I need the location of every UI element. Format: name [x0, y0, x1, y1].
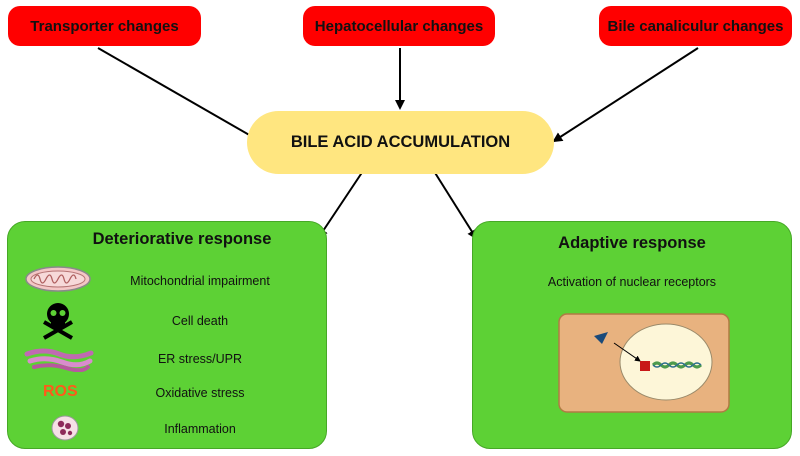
mitochondrion-icon: [25, 266, 91, 292]
cause-transporter-changes: Transporter changes: [8, 6, 201, 46]
skull-crossbones-icon: [43, 303, 73, 340]
adaptive-subtitle: Activation of nuclear receptors: [547, 275, 717, 289]
deteriorative-response-panel: Deteriorative response Mitochondrial imp…: [7, 221, 327, 449]
hepatocyte-diagram: [558, 313, 730, 413]
nuclear-receptor-icon: [640, 361, 650, 371]
bile-acid-accumulation-node: BILE ACID ACCUMULATION: [247, 111, 554, 174]
cause-hepatocellular-changes: Hepatocellular changes: [303, 6, 495, 46]
arrow-central-to-adaptive: [431, 167, 478, 240]
arrow-canalicular-to-central: [552, 47, 699, 143]
ros-label: ROS: [43, 383, 78, 400]
item-cell-death: Cell death: [171, 314, 229, 328]
arrow-transporter-to-central: [97, 47, 260, 141]
item-inflammation: Inflammation: [164, 422, 236, 436]
adaptive-response-panel: Adaptive response Activation of nuclear …: [472, 221, 792, 449]
item-er-stress-upr: ER stress/UPR: [157, 352, 243, 366]
item-mitochondrial-impairment: Mitochondrial impairment: [130, 274, 270, 288]
nucleus: [619, 323, 713, 401]
item-oxidative-stress: Oxidative stress: [155, 386, 245, 400]
arrow-central-to-deteriorative: [317, 167, 366, 239]
deteriorative-title: Deteriorative response: [92, 230, 272, 248]
inflammatory-cell-icon: [51, 415, 79, 441]
ligand-triangle-icon: [594, 332, 608, 344]
cause-bile-canalicular-changes: Bile canaliculur changes: [599, 6, 792, 46]
er-stress-icon: [24, 348, 94, 372]
adaptive-title: Adaptive response: [558, 234, 706, 252]
